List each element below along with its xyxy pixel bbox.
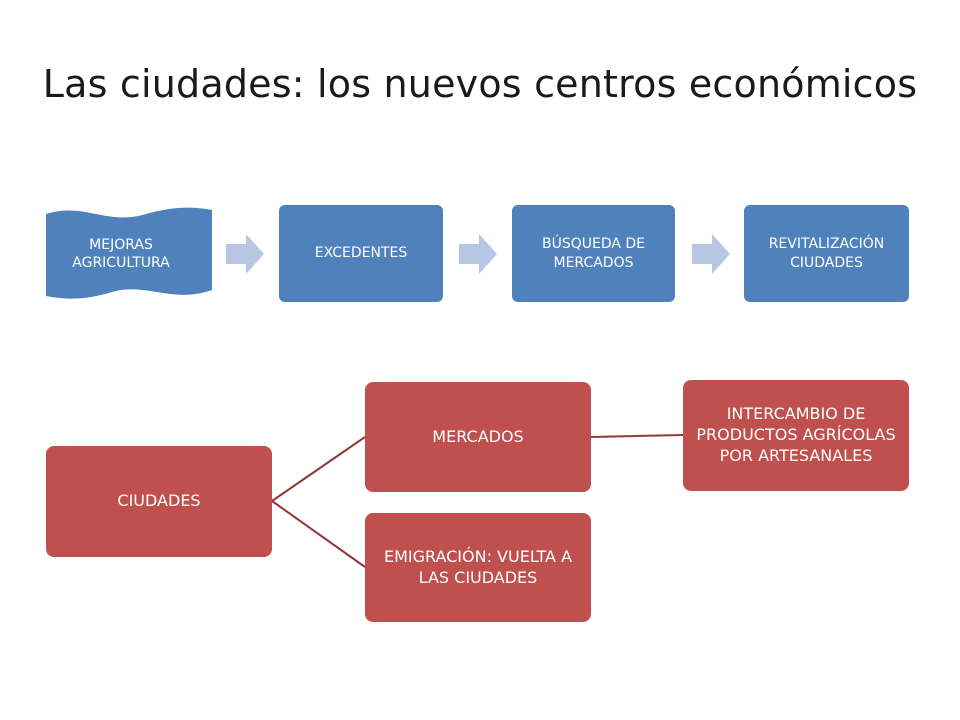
flow-step-label: BÚSQUEDA DE MERCADOS [541, 236, 646, 271]
tree-node-label: INTERCAMBIO DE PRODUCTOS AGRÍCOLAS POR A… [696, 404, 896, 465]
connector-line [590, 434, 684, 438]
tree-node-ciudades: CIUDADES [46, 446, 272, 557]
tree-node-mercados: MERCADOS [365, 382, 591, 492]
flow-step-mejoras-agricultura: MEJORAS AGRICULTURA [46, 204, 212, 304]
arrow-right-icon [226, 234, 264, 274]
tree-node-label: EMIGRACIÓN: VUELTA A LAS CIUDADES [383, 546, 573, 587]
tree-node-emigracion: EMIGRACIÓN: VUELTA A LAS CIUDADES [365, 513, 591, 622]
flow-step-label: REVITALIZACIÓN CIUDADES [768, 236, 885, 271]
flow-step-label: MEJORAS AGRICULTURA [72, 236, 170, 271]
connector-line [271, 500, 366, 568]
tree-node-label: MERCADOS [432, 426, 524, 446]
arrow-right-icon [692, 234, 730, 274]
tape-shape [46, 207, 212, 299]
flow-step-excedentes: EXCEDENTES [279, 205, 443, 302]
tree-node-intercambio: INTERCAMBIO DE PRODUCTOS AGRÍCOLAS POR A… [683, 380, 909, 491]
flow-step-busqueda-de-mercados: BÚSQUEDA DE MERCADOS [512, 205, 675, 302]
slide-title: Las ciudades: los nuevos centros económi… [42, 62, 918, 106]
tree-node-label: CIUDADES [117, 491, 201, 511]
connector-line [271, 436, 366, 502]
flow-step-revitalizacion-ciudades: REVITALIZACIÓN CIUDADES [744, 205, 909, 302]
flow-step-label: EXCEDENTES [314, 245, 408, 262]
arrow-right-icon [459, 234, 497, 274]
